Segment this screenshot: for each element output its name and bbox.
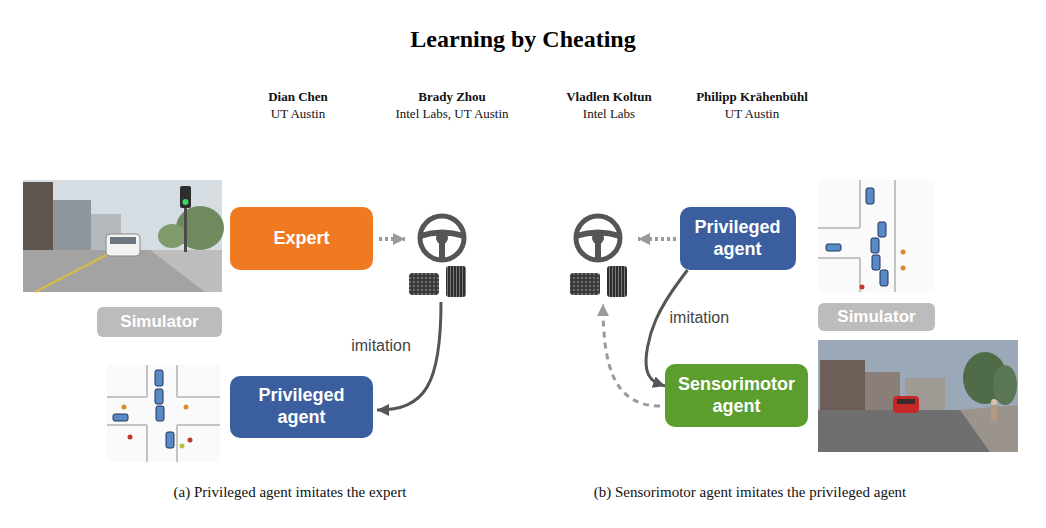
wheel-hub bbox=[436, 232, 448, 244]
traffic-light-dot bbox=[188, 438, 193, 443]
car bbox=[866, 188, 874, 204]
steering-wheel bbox=[420, 216, 464, 260]
sidewalk bbox=[960, 405, 1018, 452]
author-affiliation: UT Austin bbox=[271, 106, 325, 122]
traffic-light-dot bbox=[901, 250, 906, 255]
brake-pedal bbox=[409, 273, 439, 295]
author-name: Dian Chen bbox=[268, 89, 328, 105]
traffic-light-dot bbox=[122, 405, 127, 410]
map-ground bbox=[107, 365, 220, 462]
wheel-hub bbox=[592, 232, 604, 244]
traffic-light-dot bbox=[180, 444, 185, 449]
car bbox=[826, 244, 841, 251]
subfigure-caption: (a) Privileged agent imitates the expert bbox=[174, 483, 407, 501]
simulator-photo bbox=[23, 180, 224, 292]
author-affiliation: Intel Labs bbox=[583, 106, 635, 122]
author-affiliation: Intel Labs, UT Austin bbox=[395, 106, 508, 122]
steering-wheel bbox=[576, 216, 620, 260]
brake-pedal bbox=[570, 273, 600, 295]
agent-box: Privileged agent bbox=[680, 207, 796, 270]
car-window bbox=[110, 237, 136, 244]
author-name: Brady Zhou bbox=[418, 89, 486, 105]
simulator-tag: Simulator bbox=[97, 307, 222, 337]
arrow-label: imitation bbox=[349, 336, 413, 355]
arrow-label: imitation bbox=[668, 308, 732, 327]
car bbox=[893, 396, 919, 413]
map-ground bbox=[818, 180, 935, 292]
traffic-light-dot bbox=[184, 405, 189, 410]
expert-box: Expert bbox=[230, 207, 373, 270]
node-label: Privileged agent bbox=[688, 217, 788, 260]
car bbox=[872, 255, 880, 270]
traffic-light-dot bbox=[128, 435, 133, 440]
author-name: Vladlen Koltun bbox=[566, 89, 652, 105]
sidewalk bbox=[150, 250, 222, 292]
simulator-tag: Simulator bbox=[818, 303, 935, 331]
car bbox=[156, 406, 164, 421]
tree bbox=[993, 365, 1017, 405]
camera-photo bbox=[818, 340, 1018, 452]
birdseye-map bbox=[107, 365, 220, 462]
node-label: Simulator bbox=[837, 307, 915, 327]
agent-box: Privileged agent bbox=[230, 376, 373, 438]
node-label: Sensorimotor agent bbox=[674, 374, 799, 417]
author-name: Philipp Krähenbühl bbox=[696, 89, 808, 105]
node-label: Expert bbox=[273, 228, 329, 250]
building bbox=[23, 182, 53, 252]
agent-box: Sensorimotor agent bbox=[665, 364, 808, 427]
wheel-rim bbox=[420, 216, 464, 260]
green-light bbox=[183, 199, 189, 205]
traffic-light-dot bbox=[860, 285, 865, 290]
traffic-light bbox=[180, 186, 191, 208]
pedestrian bbox=[991, 405, 997, 421]
car-window bbox=[897, 399, 915, 404]
author-affiliation: UT Austin bbox=[725, 106, 779, 122]
wheel-rim bbox=[576, 216, 620, 260]
subfigure-caption: (b) Sensorimotor agent imitates the priv… bbox=[594, 483, 906, 501]
car bbox=[113, 414, 128, 421]
car bbox=[155, 389, 163, 404]
imitation-arrow bbox=[377, 302, 441, 410]
control-arrow bbox=[379, 237, 405, 241]
tree bbox=[158, 224, 186, 248]
gas-pedal bbox=[607, 266, 627, 297]
tree bbox=[176, 206, 224, 250]
gas-pedal bbox=[446, 266, 466, 297]
control-arrow bbox=[638, 237, 676, 241]
lane-line bbox=[35, 252, 112, 292]
control-arrow bbox=[603, 304, 660, 406]
traffic-light-dot bbox=[901, 266, 906, 271]
figure-title: Learning by Cheating bbox=[410, 25, 635, 54]
car bbox=[880, 270, 888, 286]
pedestrian bbox=[991, 399, 997, 405]
car bbox=[155, 370, 163, 386]
car bbox=[871, 238, 879, 253]
building bbox=[820, 360, 865, 415]
road-edge bbox=[818, 180, 895, 292]
car bbox=[166, 432, 174, 448]
birdseye-map bbox=[818, 180, 935, 292]
car bbox=[878, 222, 886, 237]
car bbox=[106, 234, 140, 256]
building bbox=[53, 200, 91, 250]
sky bbox=[818, 340, 1018, 452]
node-label: Simulator bbox=[120, 312, 198, 332]
node-label: Privileged agent bbox=[247, 385, 357, 428]
road-edge bbox=[107, 365, 220, 462]
